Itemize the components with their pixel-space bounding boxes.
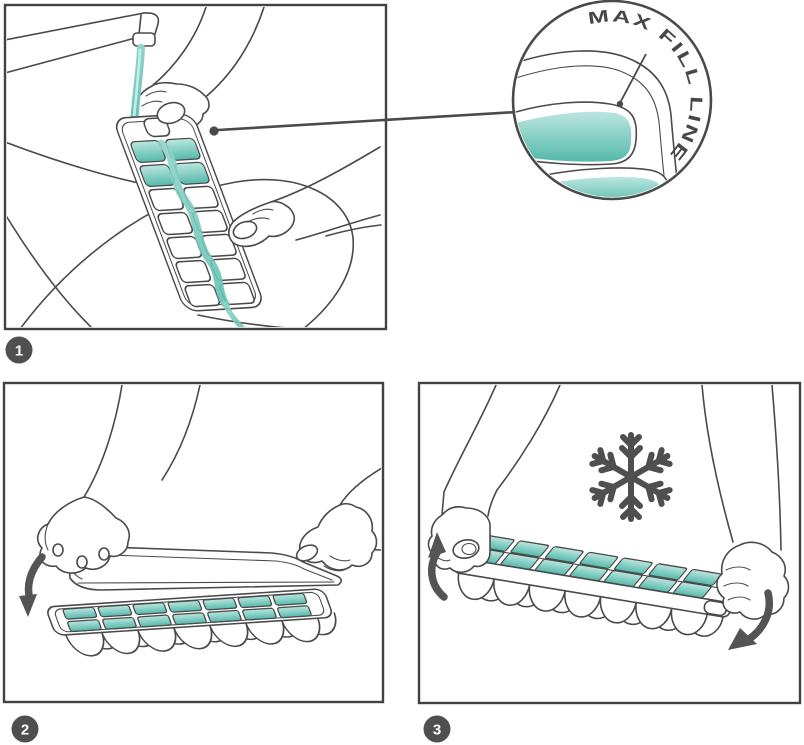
faucet-nozzle bbox=[132, 32, 156, 47]
tray-cells-water bbox=[62, 592, 312, 633]
step-1-number: 1 bbox=[15, 343, 23, 360]
arrow-twist-right bbox=[728, 589, 773, 650]
snowflake-icon bbox=[589, 432, 673, 522]
step-badge-1: 1 bbox=[5, 336, 33, 364]
water-cascade bbox=[157, 139, 230, 309]
arrow-twist-left bbox=[428, 532, 448, 601]
panel-step-1 bbox=[3, 3, 388, 331]
hand-left-arm bbox=[441, 385, 561, 517]
cube-closeup bbox=[515, 50, 678, 197]
ice-tray-step3 bbox=[452, 534, 732, 637]
ice-tray-step2 bbox=[47, 588, 337, 657]
water-spill bbox=[222, 300, 253, 327]
arrow-down bbox=[19, 553, 46, 617]
thumb bbox=[295, 544, 319, 562]
step-2-number: 2 bbox=[21, 722, 29, 739]
faucet bbox=[7, 12, 160, 74]
step-3-number: 3 bbox=[433, 722, 441, 739]
ice-tray-step1 bbox=[115, 113, 262, 327]
tray-scallops-front bbox=[457, 572, 709, 636]
panel-3-border bbox=[417, 381, 802, 705]
hand-left-fist bbox=[427, 506, 491, 574]
panel-1-border bbox=[3, 3, 388, 331]
callout-connector bbox=[209, 110, 518, 136]
fingernail bbox=[98, 547, 110, 561]
magnifier-callout: MAX FILL LINE bbox=[511, 0, 713, 201]
fill-line-pointer bbox=[620, 53, 647, 102]
step-badge-2: 2 bbox=[11, 715, 39, 743]
hand-right bbox=[295, 502, 378, 572]
tray-scallops-front bbox=[65, 618, 321, 657]
water-stream bbox=[130, 44, 145, 128]
fingernail bbox=[52, 543, 64, 557]
water-fill-closeup bbox=[515, 111, 632, 162]
thumb bbox=[156, 101, 186, 125]
thumb bbox=[232, 220, 258, 240]
hand-bottom bbox=[228, 146, 381, 248]
hand-left bbox=[36, 496, 131, 574]
step-badge-3: 3 bbox=[423, 715, 451, 743]
hand-right-arm bbox=[701, 385, 782, 551]
panel-step-2 bbox=[2, 381, 385, 704]
thumbnail bbox=[461, 542, 477, 556]
hand-right bbox=[716, 541, 790, 620]
sink-basin-edge bbox=[20, 178, 354, 327]
callout-dot bbox=[209, 126, 219, 136]
hand-right-palm bbox=[298, 502, 378, 571]
panel-step-3 bbox=[417, 381, 802, 705]
hand-top-fingers bbox=[141, 90, 186, 125]
hand-left bbox=[427, 506, 491, 574]
fingernail bbox=[76, 555, 88, 569]
hand-right-palm bbox=[716, 541, 790, 620]
panel-2-border bbox=[2, 381, 385, 704]
snowflake-twigs bbox=[589, 434, 673, 520]
hand-left-arm bbox=[83, 385, 201, 498]
